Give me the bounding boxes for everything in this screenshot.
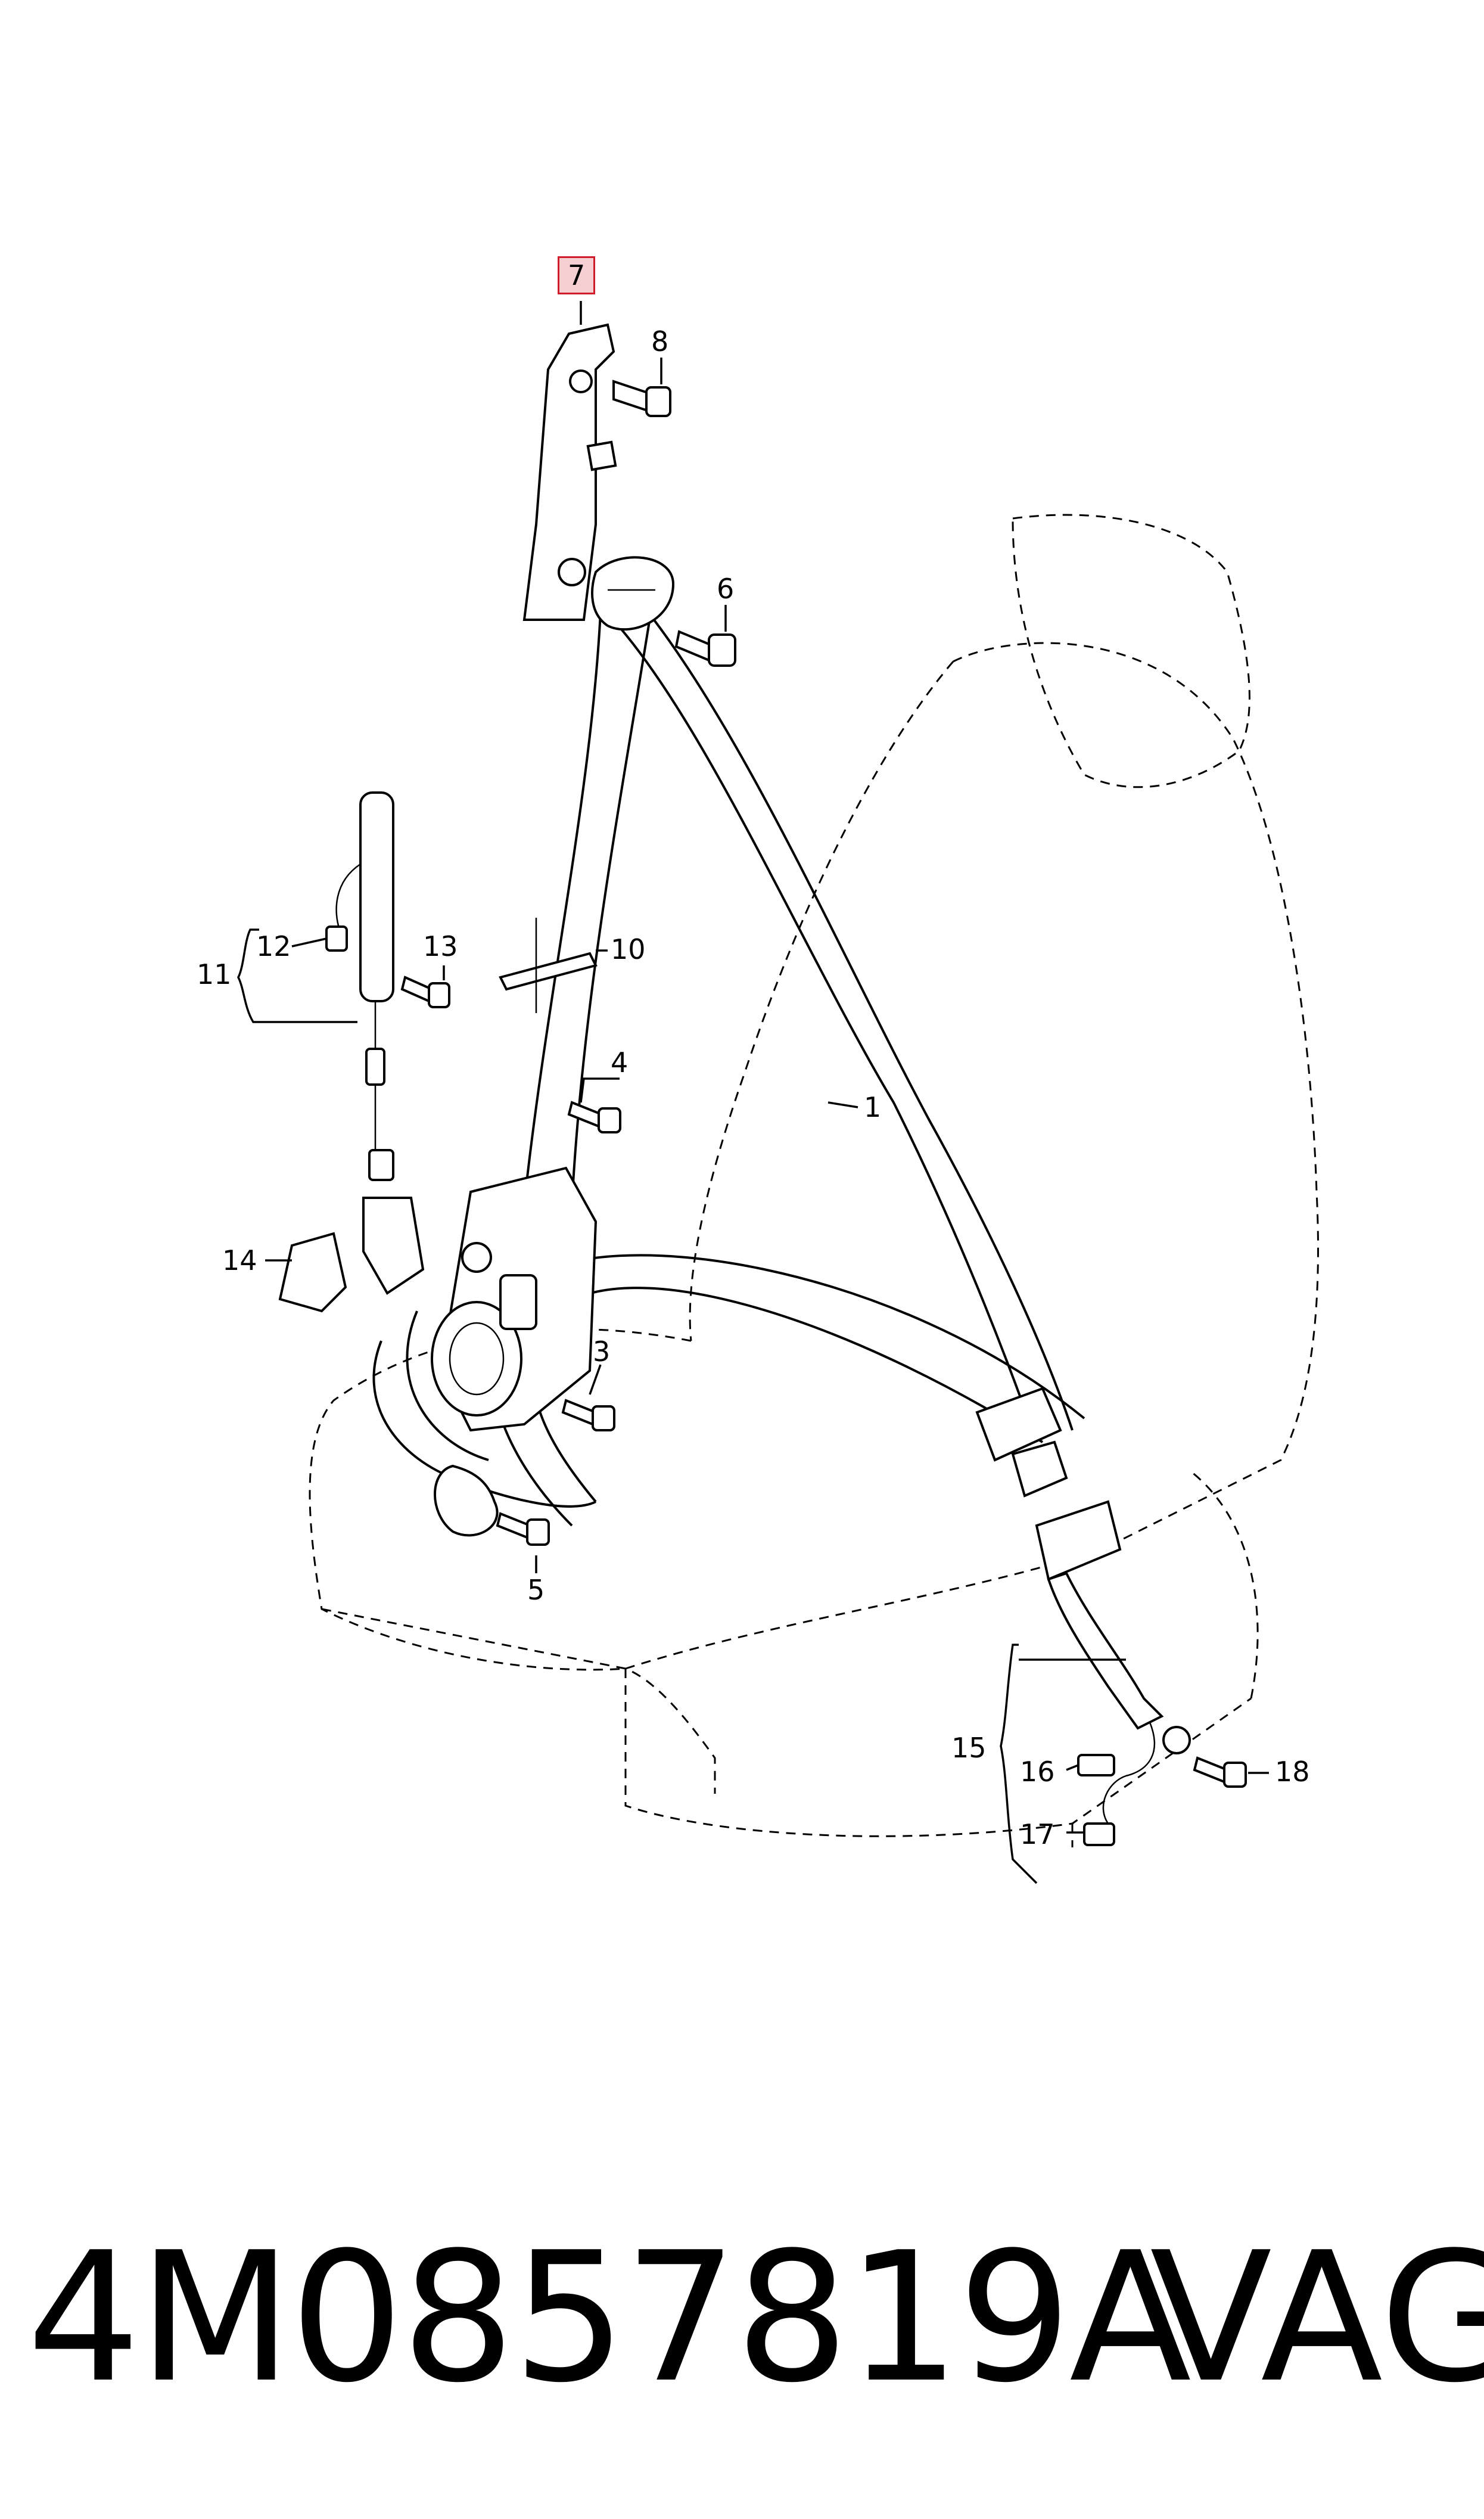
bolt-6	[674, 630, 736, 667]
belt-tensioner-11	[325, 791, 425, 1295]
seat-outline	[309, 514, 1319, 1847]
belt-guide-10	[499, 918, 598, 1013]
bolt-18	[1193, 1756, 1229, 1784]
callout-8[interactable]: 8	[651, 325, 669, 358]
bolt-3	[561, 1399, 615, 1431]
sensor-16	[1077, 1754, 1115, 1776]
callout-6[interactable]: 6	[717, 573, 735, 605]
brand-label: VAG	[1150, 2214, 1484, 2422]
belt-buckle-15	[1035, 1500, 1247, 1846]
callout-13[interactable]: 13	[423, 930, 458, 962]
d-ring-guide	[591, 556, 675, 631]
bolt-13	[400, 976, 450, 1008]
bolt-8	[612, 380, 671, 417]
callout-3[interactable]: 3	[593, 1335, 611, 1368]
callout-15[interactable]: 15	[951, 1732, 987, 1764]
belt-retractor	[431, 1166, 598, 1432]
callout-11[interactable]: 11	[197, 958, 232, 990]
callout-12[interactable]: 12	[256, 930, 291, 962]
lower-anchor	[434, 1464, 550, 1546]
callout-10[interactable]: 10	[611, 933, 646, 965]
callout-16[interactable]: 16	[1020, 1756, 1055, 1788]
belt-latch-plate	[975, 1387, 1068, 1498]
height-adjuster-rail	[522, 323, 617, 621]
callout-18[interactable]: 18	[1275, 1756, 1310, 1788]
connector-12	[325, 925, 348, 952]
callout-1[interactable]: 1	[864, 1091, 882, 1123]
leader-lines	[237, 301, 1269, 1884]
callout-4[interactable]: 4	[611, 1046, 629, 1079]
callout-5[interactable]: 5	[527, 1574, 545, 1606]
callout-17[interactable]: 17	[1020, 1818, 1055, 1850]
diagram-artwork	[237, 301, 1319, 1884]
callout-14[interactable]: 14	[222, 1244, 257, 1276]
seat-belt-exploded-diagram: 7 8 6 10 4 1 3 5 11 12 13 14 15 16 17 18	[197, 256, 1319, 1884]
callout-7[interactable]: 7	[558, 256, 596, 294]
bolt-4	[567, 1101, 621, 1133]
bracket-14	[278, 1232, 347, 1313]
part-number: 4M0857819A	[27, 2214, 1191, 2422]
connector-17	[1083, 1822, 1115, 1846]
